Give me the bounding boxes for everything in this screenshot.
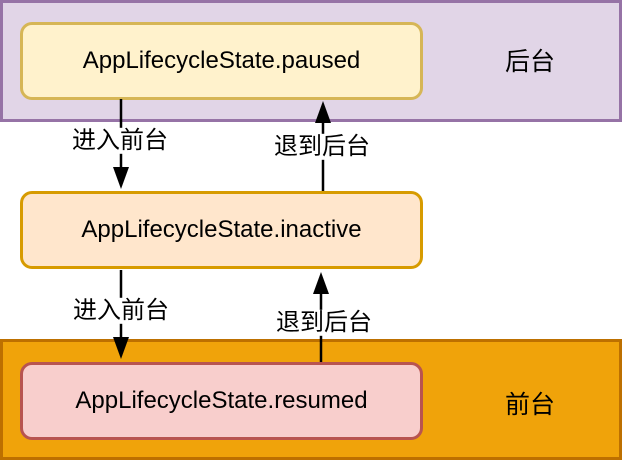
state-inactive: AppLifecycleState.inactive: [20, 191, 423, 269]
state-paused-label: AppLifecycleState.paused: [82, 47, 361, 74]
state-resumed-label: AppLifecycleState.resumed: [75, 387, 368, 414]
transition-label-enter-foreground-bottom: 进入前台: [70, 297, 172, 325]
transition-label-to-background-top: 退到后台: [271, 133, 373, 161]
foreground-zone-label: 前台: [504, 391, 556, 419]
transition-label-enter-foreground-top: 进入前台: [69, 127, 171, 155]
background-zone-label: 后台: [504, 48, 556, 76]
state-resumed: AppLifecycleState.resumed: [20, 362, 423, 440]
arrowhead-up-icon: [313, 272, 329, 294]
arrowhead-down-icon: [113, 167, 129, 189]
state-inactive-label: AppLifecycleState.inactive: [81, 216, 362, 243]
transition-label-to-background-bottom: 退到后台: [273, 309, 375, 337]
state-paused: AppLifecycleState.paused: [20, 22, 423, 100]
